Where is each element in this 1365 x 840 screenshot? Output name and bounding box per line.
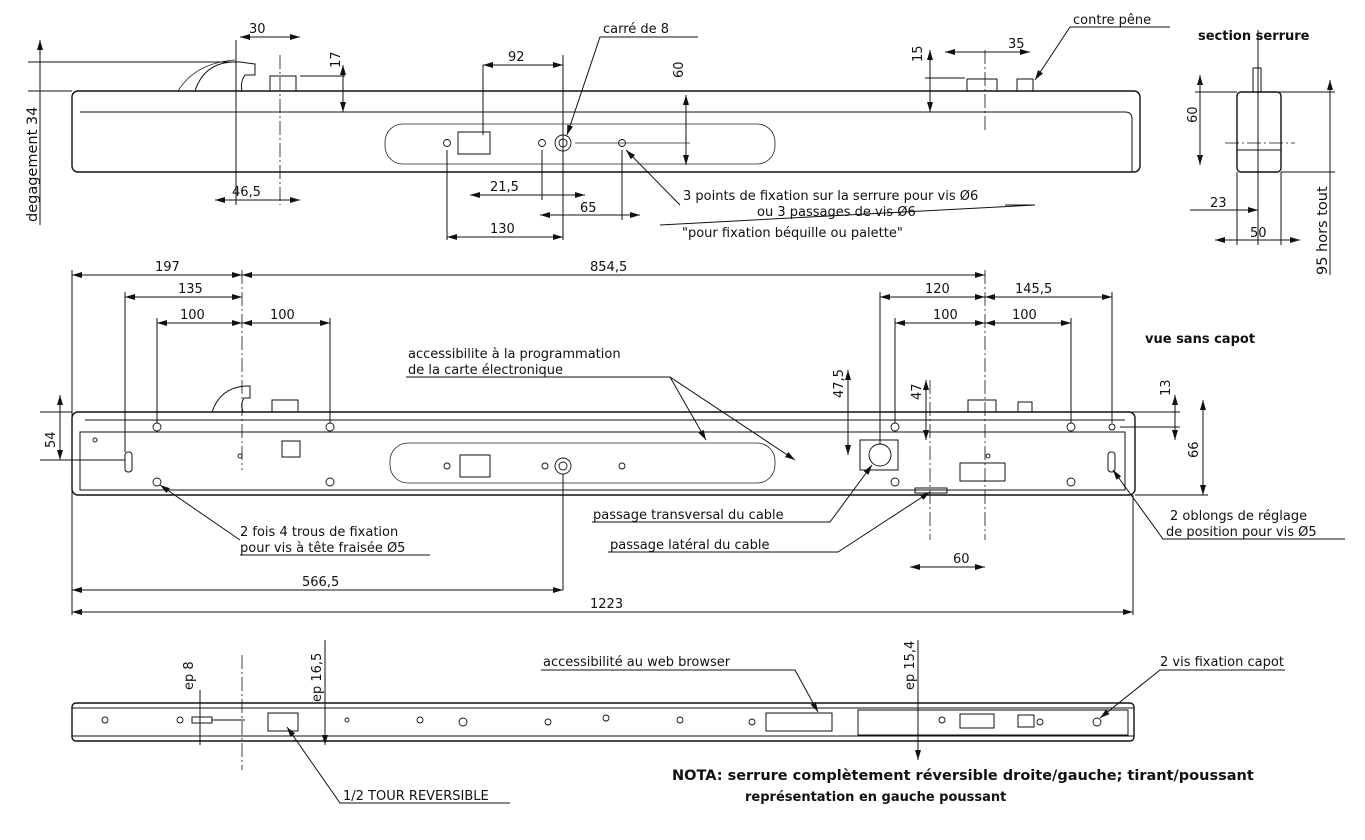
dim-35: 35 bbox=[1008, 37, 1025, 52]
dim-100-a: 100 bbox=[180, 308, 205, 323]
counter-latch bbox=[966, 78, 998, 92]
dim-1223: 1223 bbox=[590, 597, 623, 612]
lock-body-bottom bbox=[71, 702, 1135, 742]
section-dim-95: 95 hors tout bbox=[1315, 186, 1331, 275]
vue-sans-capot-title: vue sans capot bbox=[1145, 332, 1255, 347]
contre-pene-label: contre pêne bbox=[1073, 13, 1151, 28]
trous-note-2: pour vis à tête fraisée Ø5 bbox=[240, 541, 405, 556]
dim-130: 130 bbox=[490, 222, 515, 237]
web-browser-label: accessibilité au web browser bbox=[543, 655, 731, 670]
dim-100-d: 100 bbox=[1012, 308, 1037, 323]
dim-854-5: 854,5 bbox=[590, 260, 627, 275]
vis-capot-label: 2 vis fixation capot bbox=[1160, 655, 1284, 670]
prog-note-2: de la carte électronique bbox=[408, 363, 563, 378]
dim-66: 66 bbox=[1187, 441, 1202, 458]
ep-8: ep 8 bbox=[182, 661, 197, 690]
trous-note-1: 2 fois 4 trous de fixation bbox=[240, 525, 398, 540]
fixation-note-1: 3 points de fixation sur la serrure pour… bbox=[683, 189, 978, 204]
web-browser-port bbox=[765, 712, 833, 732]
dim-21-5: 21,5 bbox=[490, 180, 519, 195]
nota-line-2: représentation en gauche poussant bbox=[745, 790, 1006, 805]
ep-15-4: ep 15,4 bbox=[903, 641, 918, 690]
lock-body-top bbox=[71, 90, 1141, 173]
fixation-note-3: "pour fixation béquille ou palette" bbox=[682, 226, 903, 241]
carre-label: carré de 8 bbox=[603, 22, 669, 37]
bottom-view: ep 8 ep 16,5 ep 15,4 accessibilité au we… bbox=[71, 640, 1285, 804]
oblongs-note-1: 2 oblongs de réglage bbox=[1170, 509, 1307, 524]
dim-30: 30 bbox=[249, 22, 266, 37]
dim-47: 47 bbox=[910, 383, 925, 400]
dim-65: 65 bbox=[580, 201, 597, 216]
section-dim-23: 23 bbox=[1210, 196, 1227, 211]
fixation-note-2: ou 3 passages de vis Ø6 bbox=[757, 205, 916, 220]
cable-passage bbox=[868, 443, 892, 467]
dim-197: 197 bbox=[155, 260, 180, 275]
lateral-label: passage latéral du cable bbox=[610, 538, 769, 553]
section-title: section serrure bbox=[1198, 29, 1310, 44]
section-dim-60: 60 bbox=[1186, 106, 1201, 123]
dim-60-top: 60 bbox=[672, 61, 687, 78]
top-view: 30 17 carré de 8 92 60 15 35 contre pêne… bbox=[25, 13, 1170, 241]
section-dim-50: 50 bbox=[1250, 226, 1267, 241]
dim-13: 13 bbox=[1159, 379, 1174, 396]
dim-566-5: 566,5 bbox=[302, 575, 339, 590]
dim-120: 120 bbox=[925, 282, 950, 297]
section-view: section serrure 60 23 50 95 hors tout bbox=[1186, 29, 1335, 275]
dim-100-c: 100 bbox=[933, 308, 958, 323]
cover-plate bbox=[384, 123, 776, 165]
dim-145-5: 145,5 bbox=[1015, 282, 1052, 297]
dim-47-5: 47,5 bbox=[832, 369, 847, 398]
dim-54: 54 bbox=[44, 431, 59, 448]
dim-135: 135 bbox=[178, 282, 203, 297]
dim-15: 15 bbox=[911, 45, 926, 62]
cylinder-slot bbox=[457, 131, 491, 155]
bolt-hook bbox=[194, 61, 256, 92]
dim-17: 17 bbox=[329, 51, 344, 68]
prog-note-1: accessibilite à la programmation bbox=[408, 347, 621, 362]
latch bbox=[269, 75, 297, 92]
oblongs-note-2: de position pour vis Ø5 bbox=[1166, 525, 1317, 540]
nota-line-1: NOTA: serrure complètement réversible dr… bbox=[672, 768, 1254, 784]
middle-view: 197 854,5 135 100 100 120 145,5 100 100 … bbox=[40, 260, 1345, 615]
dim-100-b: 100 bbox=[270, 308, 295, 323]
dim-92: 92 bbox=[508, 50, 525, 65]
dim-46-5: 46,5 bbox=[232, 185, 261, 200]
demi-tour-label: 1/2 TOUR REVERSIBLE bbox=[343, 789, 489, 804]
dim-60-mid: 60 bbox=[953, 552, 970, 567]
transversal-label: passage transversal du cable bbox=[593, 508, 784, 523]
ep-16-5: ep 16,5 bbox=[310, 653, 325, 702]
degagement-label: degagement 34 bbox=[25, 107, 41, 222]
lock-body-open bbox=[71, 411, 1136, 496]
section-body bbox=[1236, 91, 1282, 173]
